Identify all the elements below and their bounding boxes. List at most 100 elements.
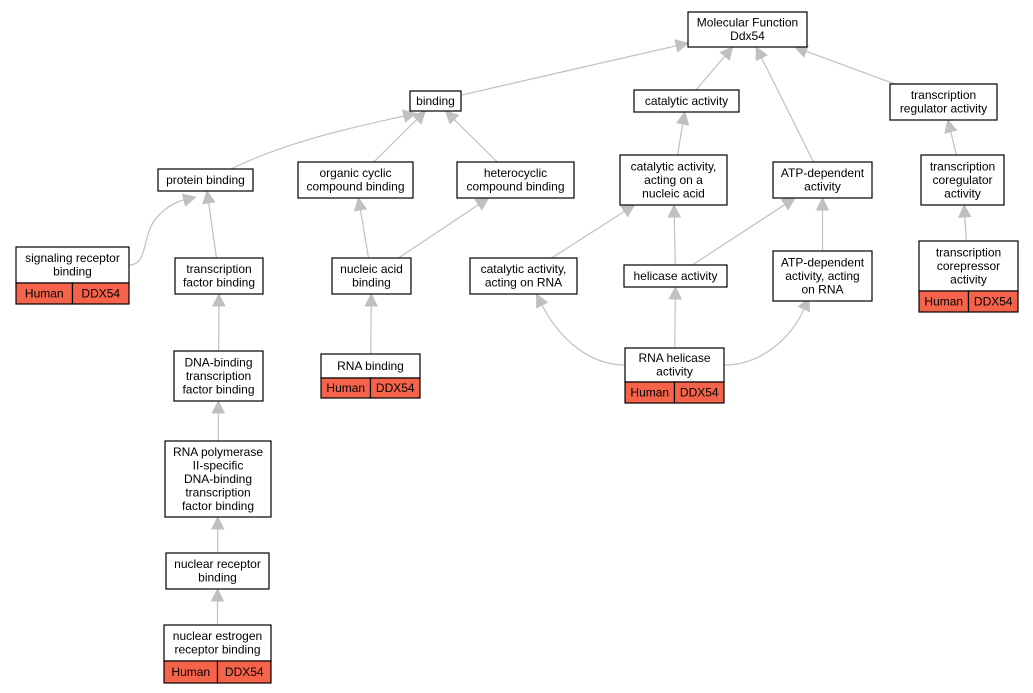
node-label-line: factor binding	[182, 382, 254, 396]
node-label-line: binding	[352, 276, 391, 290]
node-box	[624, 347, 725, 383]
node-box	[469, 257, 578, 295]
go-term-node-catalytic[interactable]: catalytic activity	[633, 89, 740, 113]
edge-heterocyclic-to-binding	[453, 119, 498, 163]
go-term-node-binding[interactable]: binding	[409, 90, 462, 112]
edge-nucleic-binding-to-organic-cyclic-arrowhead	[353, 196, 368, 212]
node-label-line: nuclear receptor	[174, 557, 261, 571]
node-label-line: receptor binding	[174, 643, 260, 657]
node-label-line: DNA-binding	[184, 355, 252, 369]
annotation-gene-cell	[369, 377, 421, 399]
node-box	[633, 89, 740, 113]
edge-trans-coreg-to-tra-arrowhead	[944, 118, 958, 134]
go-term-node-helicase[interactable]: helicase activity	[623, 264, 728, 288]
annotation-gene-label: DDX54	[680, 386, 719, 400]
node-label-line: activity	[656, 365, 693, 379]
node-box	[157, 168, 254, 192]
node-box	[456, 161, 575, 199]
edge-organic-cyclic-to-binding	[373, 119, 418, 163]
edge-helicase-to-atp-dep-arrowhead	[780, 197, 796, 211]
node-label-line: protein binding	[166, 173, 245, 187]
node-label-line: transcription	[930, 159, 995, 173]
annotation-species-label: Human	[171, 665, 210, 679]
edge-tra-to-mf	[805, 50, 896, 85]
node-label-line: activity	[950, 272, 987, 286]
go-term-node-protein-binding[interactable]: protein binding	[157, 168, 254, 192]
edge-tf-binding-to-protein-binding	[208, 202, 218, 259]
node-label-line: transcription	[186, 262, 251, 276]
node-label-line: compound binding	[306, 180, 404, 194]
node-label-line: catalytic activity,	[481, 262, 567, 276]
annotation-gene-cell	[967, 290, 1019, 313]
node-box	[623, 264, 728, 288]
edge-rnapol-to-dna-tf-arrowhead	[211, 399, 226, 414]
edge-corepressor-to-trans-coreg-arrowhead	[958, 203, 972, 218]
node-label-line: ATP-dependent	[781, 166, 865, 180]
node-label-line: binding	[198, 571, 237, 585]
node-label-line: compound binding	[466, 180, 564, 194]
node-label-line: corepressor	[937, 259, 1000, 273]
edge-nucleic-binding-to-heterocyclic-arrowhead	[474, 197, 490, 211]
annotation-species-label: Human	[326, 381, 365, 395]
node-label-line: on RNA	[801, 282, 843, 296]
node-label-line: RNA helicase	[638, 351, 710, 365]
node-label-line: nucleic acid	[642, 186, 705, 200]
node-box	[173, 350, 264, 402]
edge-helicase-to-cat-nucleic	[673, 216, 676, 266]
node-label-line: Ddx54	[730, 29, 765, 43]
annotation-gene-cell	[216, 660, 272, 684]
edge-rna-helicase-to-cat-rna	[541, 304, 626, 366]
node-label-line: catalytic activity	[645, 94, 728, 108]
edge-signaling-to-protein-binding-arrowhead	[181, 193, 197, 207]
node-box	[772, 250, 873, 302]
node-box	[772, 161, 873, 199]
node-label-line: factor binding	[183, 276, 255, 290]
edge-cat-rna-to-cat-nucleic	[551, 210, 625, 259]
edge-cat-nucleic-to-catalytic	[677, 123, 684, 156]
edge-catalytic-to-mf-arrowhead	[719, 46, 734, 61]
go-term-node-rnapol[interactable]: RNA polymeraseII-specificDNA-bindingtran…	[164, 440, 272, 518]
edge-helicase-to-cat-nucleic-arrowhead	[667, 203, 682, 218]
edge-organic-cyclic-to-binding-arrowhead	[411, 110, 427, 125]
node-label-line: factor binding	[182, 499, 254, 513]
go-term-node-cat-rna[interactable]: catalytic activity,acting on RNA	[469, 257, 578, 295]
node-label-line: transcription	[911, 88, 976, 102]
edge-atp-dep-to-mf	[761, 57, 815, 163]
node-box	[619, 154, 728, 206]
node-label-line: transcription	[936, 245, 1001, 259]
node-box	[889, 83, 998, 121]
node-box	[320, 353, 421, 379]
node-box	[331, 257, 412, 295]
node-label-line: binding	[53, 265, 92, 279]
edge-corepressor-to-trans-coreg	[964, 216, 967, 242]
edge-signaling-to-protein-binding	[128, 199, 185, 266]
node-label-line: transcription	[186, 369, 251, 383]
node-label-line: heterocyclic	[484, 166, 547, 180]
node-label-line: organic cyclic	[319, 166, 391, 180]
node-box	[918, 240, 1019, 292]
node-label-line: RNA binding	[337, 359, 404, 373]
edge-heterocyclic-to-binding-arrowhead	[444, 110, 460, 125]
edge-nuc-receptor-to-rnapol-arrowhead	[210, 515, 225, 530]
edge-cat-nucleic-to-catalytic-arrowhead	[675, 110, 690, 126]
edge-protein-binding-to-binding	[230, 115, 405, 170]
